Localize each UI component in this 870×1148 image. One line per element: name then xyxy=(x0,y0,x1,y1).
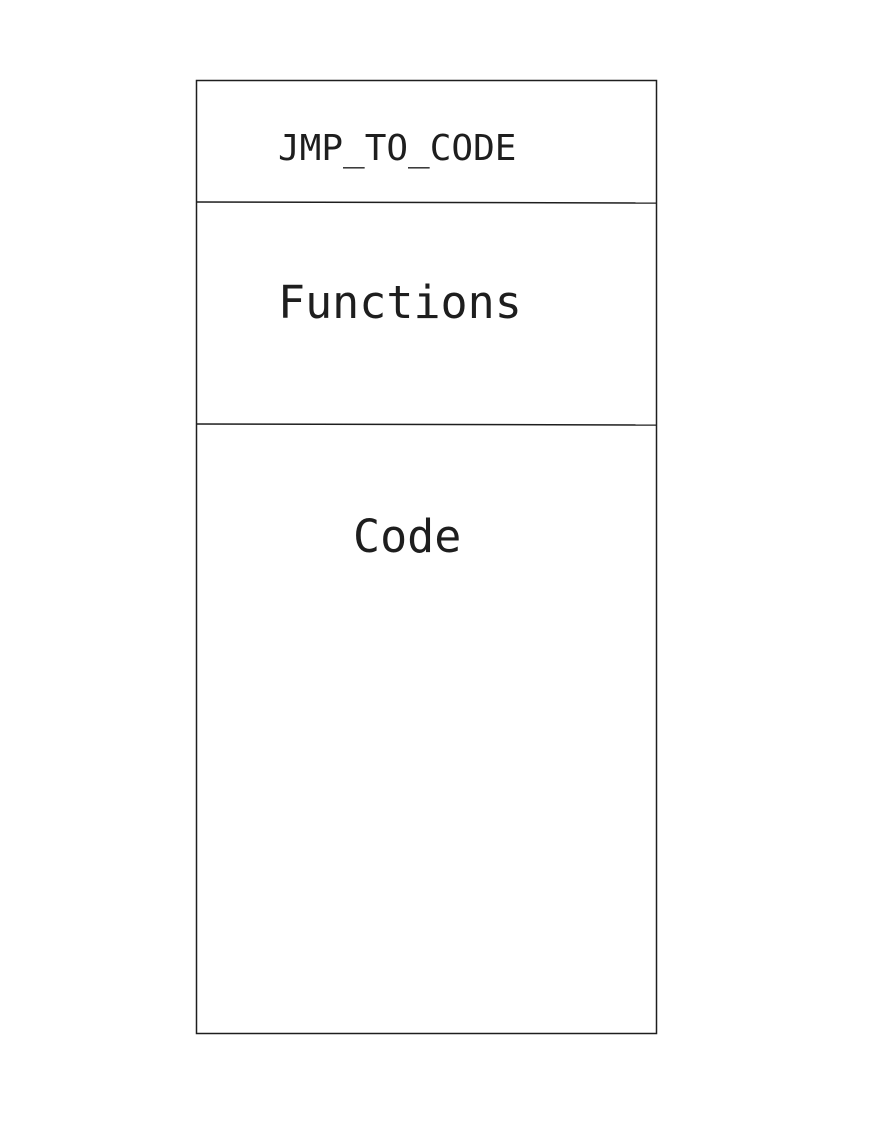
section-label-jmp-to-code: JMP_TO_CODE xyxy=(278,128,517,169)
section-label-functions: Functions xyxy=(278,276,522,329)
section-label-code: Code xyxy=(353,510,462,563)
divider-1 xyxy=(196,201,657,204)
outer-box xyxy=(195,79,658,1035)
divider-2 xyxy=(196,423,657,426)
